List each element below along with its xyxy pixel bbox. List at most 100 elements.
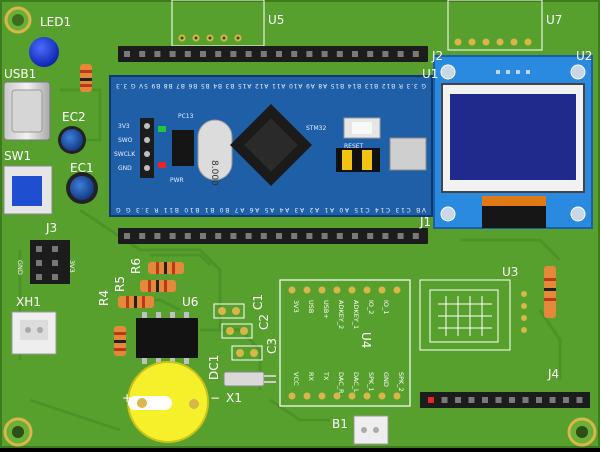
pc13-led <box>158 126 166 132</box>
stm32-bottom-header <box>118 228 428 244</box>
dc1-label: DC1 <box>207 355 221 380</box>
u4-pad <box>363 392 371 400</box>
header-pin <box>139 51 146 57</box>
resistor-r4: R4 <box>97 290 154 308</box>
ec2-capacitor: EC2 <box>58 110 86 154</box>
u4-pin-label: 3V3 <box>292 300 300 313</box>
capacitor-c2: C2 <box>221 314 271 339</box>
sw1-switch: SW1 <box>3 149 53 215</box>
header-pin <box>306 51 313 57</box>
u4-pad <box>363 286 371 294</box>
led1: LED1 <box>29 15 71 67</box>
u4-pin-label: TX <box>322 371 330 381</box>
u3-label: U3 <box>502 265 518 279</box>
c3-label: C3 <box>265 338 279 354</box>
j1-label: J1 <box>419 215 431 229</box>
r6-label: R6 <box>129 258 143 274</box>
xh1-label: XH1 <box>16 295 41 309</box>
u3-sensor: U3 <box>419 265 556 351</box>
reset-button: RESET <box>343 117 381 150</box>
header-pin <box>230 51 237 57</box>
header-pin <box>276 233 282 239</box>
j4-pin <box>495 397 502 403</box>
u4-pad <box>288 286 296 294</box>
header-pin <box>306 233 313 239</box>
oled-module: J2 U1 U2 J1 <box>419 49 593 229</box>
u4-pin-label: USB+ <box>322 300 330 319</box>
header-pin <box>230 233 237 239</box>
pwr-led <box>158 162 166 168</box>
header-pin <box>124 51 130 57</box>
led1-label: LED1 <box>40 15 71 29</box>
u4-pin-label: ADKEY_2 <box>337 300 345 329</box>
u4-pin-label: IO_2 <box>367 300 375 314</box>
stm32-top-pin-labels: G 3.3 R B12 B13 B14 B15 A8 A9 A10 A11 A1… <box>116 82 426 89</box>
u4-pad <box>393 392 401 400</box>
stm32-module: G 3.3 R B12 B13 B14 B15 A8 A9 A10 A11 A1… <box>109 75 433 217</box>
header-pin <box>336 233 343 239</box>
j2-label: J2 <box>431 49 443 63</box>
j4-pin <box>522 397 529 403</box>
u7-connector: U7 <box>447 0 562 51</box>
header-pin <box>352 233 358 239</box>
pc13-label: PC13 <box>178 113 194 120</box>
header-pin <box>382 51 389 57</box>
voltage-regulator <box>172 130 194 166</box>
debug-pin-swo: SWO <box>118 137 133 144</box>
u5-label: U5 <box>268 13 284 27</box>
resistor-r5: R5 <box>113 276 176 292</box>
u4-pin-label: RX <box>307 372 315 382</box>
stm32-micro-usb <box>389 137 427 171</box>
crystal-8mhz: 8.000 <box>197 119 233 186</box>
header-pin <box>169 233 176 239</box>
debug-pin-gnd: GND <box>118 165 132 172</box>
j4-pin <box>509 397 515 403</box>
j3-pin-gnd: GND <box>16 260 24 275</box>
j3-pin-3v3: 3V3 <box>68 260 76 273</box>
stm32-bottom-pin-labels: VB C13 C14 C15 A0 A1 A2 A3 A4 A5 A6 A7 B… <box>116 206 426 213</box>
j4-pin <box>441 397 448 403</box>
header-pin <box>276 51 282 57</box>
header-pin <box>397 233 404 239</box>
u4-pin-label: ADKEY_1 <box>352 300 360 329</box>
r4-label: R4 <box>97 290 111 306</box>
header-pin <box>412 233 419 239</box>
header-pin <box>321 233 328 239</box>
capacitor-c3: C3 <box>231 338 279 361</box>
u4-pad <box>348 286 356 294</box>
header-pin <box>367 51 374 57</box>
usb1-connector: USB1 <box>3 67 51 141</box>
header-pin <box>169 51 176 57</box>
coin-battery: + − <box>122 361 220 443</box>
u4-pin-label: SPK_2 <box>397 372 405 392</box>
u4-pin-label: SPK_1 <box>367 372 375 392</box>
debug-pin-swclk: SWCLK <box>114 151 136 158</box>
capacitor-c1: C1 <box>213 294 265 319</box>
u4-pin-label: GND <box>382 372 390 387</box>
u4-pad <box>378 286 386 294</box>
u4-label: U4 <box>359 332 373 348</box>
header-pin <box>200 51 206 57</box>
u4-pad <box>318 286 326 294</box>
header-pin <box>154 51 161 57</box>
header-pin <box>321 51 328 57</box>
u4-pin-label: IO_1 <box>382 300 390 314</box>
c2-label: C2 <box>257 314 271 330</box>
u4-pad <box>333 392 341 400</box>
j4-label: J4 <box>547 367 559 381</box>
x1-label: X1 <box>226 391 242 405</box>
header-pin <box>260 51 267 57</box>
ec1-label: EC1 <box>70 161 94 175</box>
u4-pin-label: DAC_R <box>337 372 345 394</box>
stm32-top-header <box>118 46 428 62</box>
u6-chip: U6 <box>136 295 198 364</box>
u4-pin-label: USB <box>307 300 315 313</box>
j4-pin <box>563 397 569 403</box>
u2-label: U2 <box>576 49 592 63</box>
u4-pad <box>333 286 341 294</box>
u4-pad <box>318 392 326 400</box>
u4-pad <box>348 392 356 400</box>
u6-label: U6 <box>182 295 198 309</box>
